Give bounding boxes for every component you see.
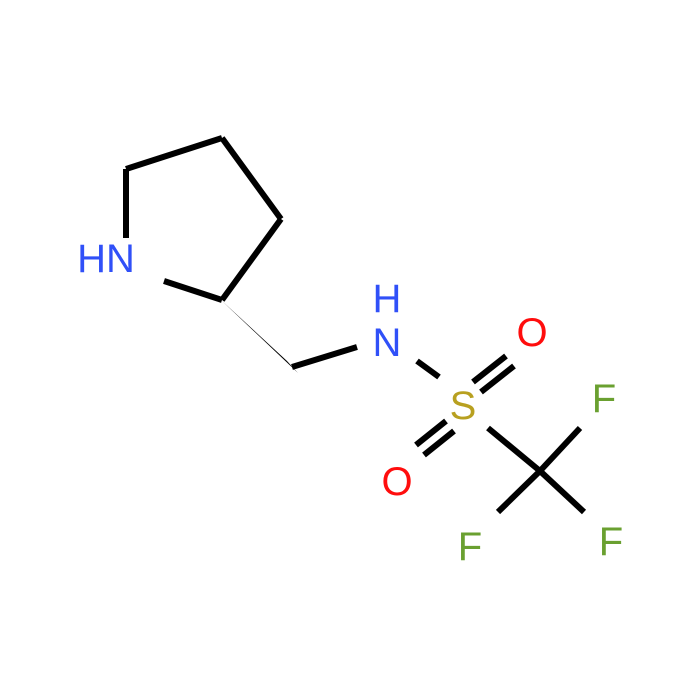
bond-c2-n1	[163, 278, 223, 303]
bond-ch2-n	[291, 344, 358, 370]
bond-c-f-right	[537, 468, 587, 515]
bond-s-o-bottom-a	[414, 418, 448, 448]
fluorine-left-label: F	[458, 525, 482, 569]
oxygen-top-label: O	[516, 311, 547, 355]
oxygen-bottom-label: O	[381, 460, 412, 504]
amide-n-label: N	[373, 321, 402, 365]
bond-c-f-left	[495, 468, 543, 515]
bond-n-s	[415, 358, 441, 380]
bond-c-f-top	[537, 425, 583, 474]
bond-s-o-top-b	[479, 363, 516, 395]
fluorine-right-label: F	[599, 520, 623, 564]
bond-s-c	[486, 425, 542, 474]
bond-s-o-bottom-b	[422, 428, 456, 458]
wedge-bond	[221, 300, 298, 373]
bond-c4-c3	[219, 136, 284, 221]
bond-c5-c4	[125, 135, 223, 172]
bond-c3-c2	[219, 217, 284, 302]
fluorine-top-label: F	[592, 377, 616, 421]
bond-s-o-top-a	[471, 353, 508, 385]
ring-nh-label: HN	[77, 237, 135, 281]
amide-h-label: H	[373, 277, 402, 321]
sulfur-label: S	[450, 384, 477, 428]
